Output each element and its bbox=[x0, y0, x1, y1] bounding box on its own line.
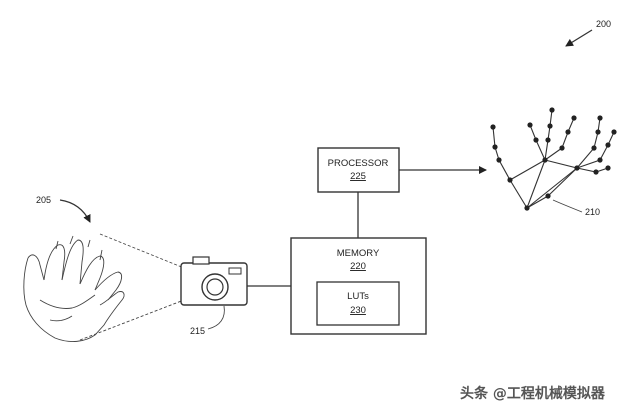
luts-reference: 230 bbox=[350, 305, 366, 316]
processor-box bbox=[317, 147, 400, 193]
hand-reference-arrow bbox=[59, 199, 91, 223]
figure-number-label: 200 bbox=[596, 19, 611, 29]
hand-skeleton-model bbox=[492, 109, 615, 209]
camera-reference-label: 215 bbox=[190, 326, 205, 336]
skeleton-reference-leader bbox=[552, 199, 583, 213]
skeleton-reference-label: 210 bbox=[585, 207, 600, 217]
hand-skeleton-joints bbox=[490, 107, 617, 211]
processor-reference: 225 bbox=[350, 171, 366, 182]
camera-view-line-top bbox=[99, 233, 185, 269]
camera-view-line-bottom bbox=[79, 299, 185, 341]
camera-reference-leader bbox=[207, 305, 225, 330]
memory-reference: 220 bbox=[350, 261, 366, 272]
hand-reference-label: 205 bbox=[36, 195, 51, 205]
camera-icon bbox=[180, 256, 248, 306]
processor-title: PROCESSOR bbox=[328, 158, 389, 169]
figure-number-arrow bbox=[565, 29, 593, 47]
luts-title: LUTs bbox=[347, 291, 369, 302]
hand-illustration bbox=[23, 235, 125, 342]
watermark-text: 头条 @工程机械模拟器 bbox=[460, 385, 606, 402]
memory-title: MEMORY bbox=[337, 248, 380, 259]
luts-box bbox=[316, 281, 400, 326]
